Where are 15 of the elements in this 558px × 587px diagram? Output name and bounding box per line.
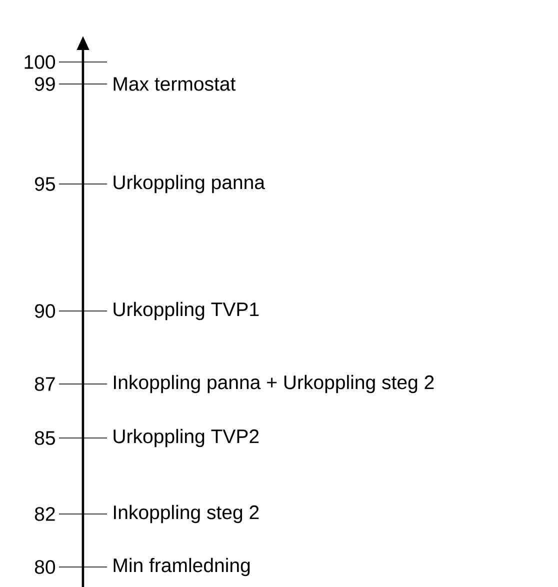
level-label: Inkoppling panna + Urkoppling steg 2 [114,374,434,394]
level-label: Max termostat [114,77,236,91]
tick-label: 99 [35,77,55,91]
tick-label: 95 [35,177,55,191]
tick-label: 82 [34,507,55,521]
level-label: Inkoppling steg 2 [114,504,259,524]
tick-label: 100 [24,55,56,69]
level-label: Urkoppling TVP1 [114,302,259,320]
tick-label: 80 [34,560,56,574]
level-label: Urkoppling panna [114,174,265,194]
level-label: Urkoppling TVP2 [114,428,259,448]
tick-label: 90 [35,304,56,318]
tick-label: 85 [34,431,55,445]
level-label: Min framledning [114,558,250,576]
tick-label: 87 [34,377,55,391]
